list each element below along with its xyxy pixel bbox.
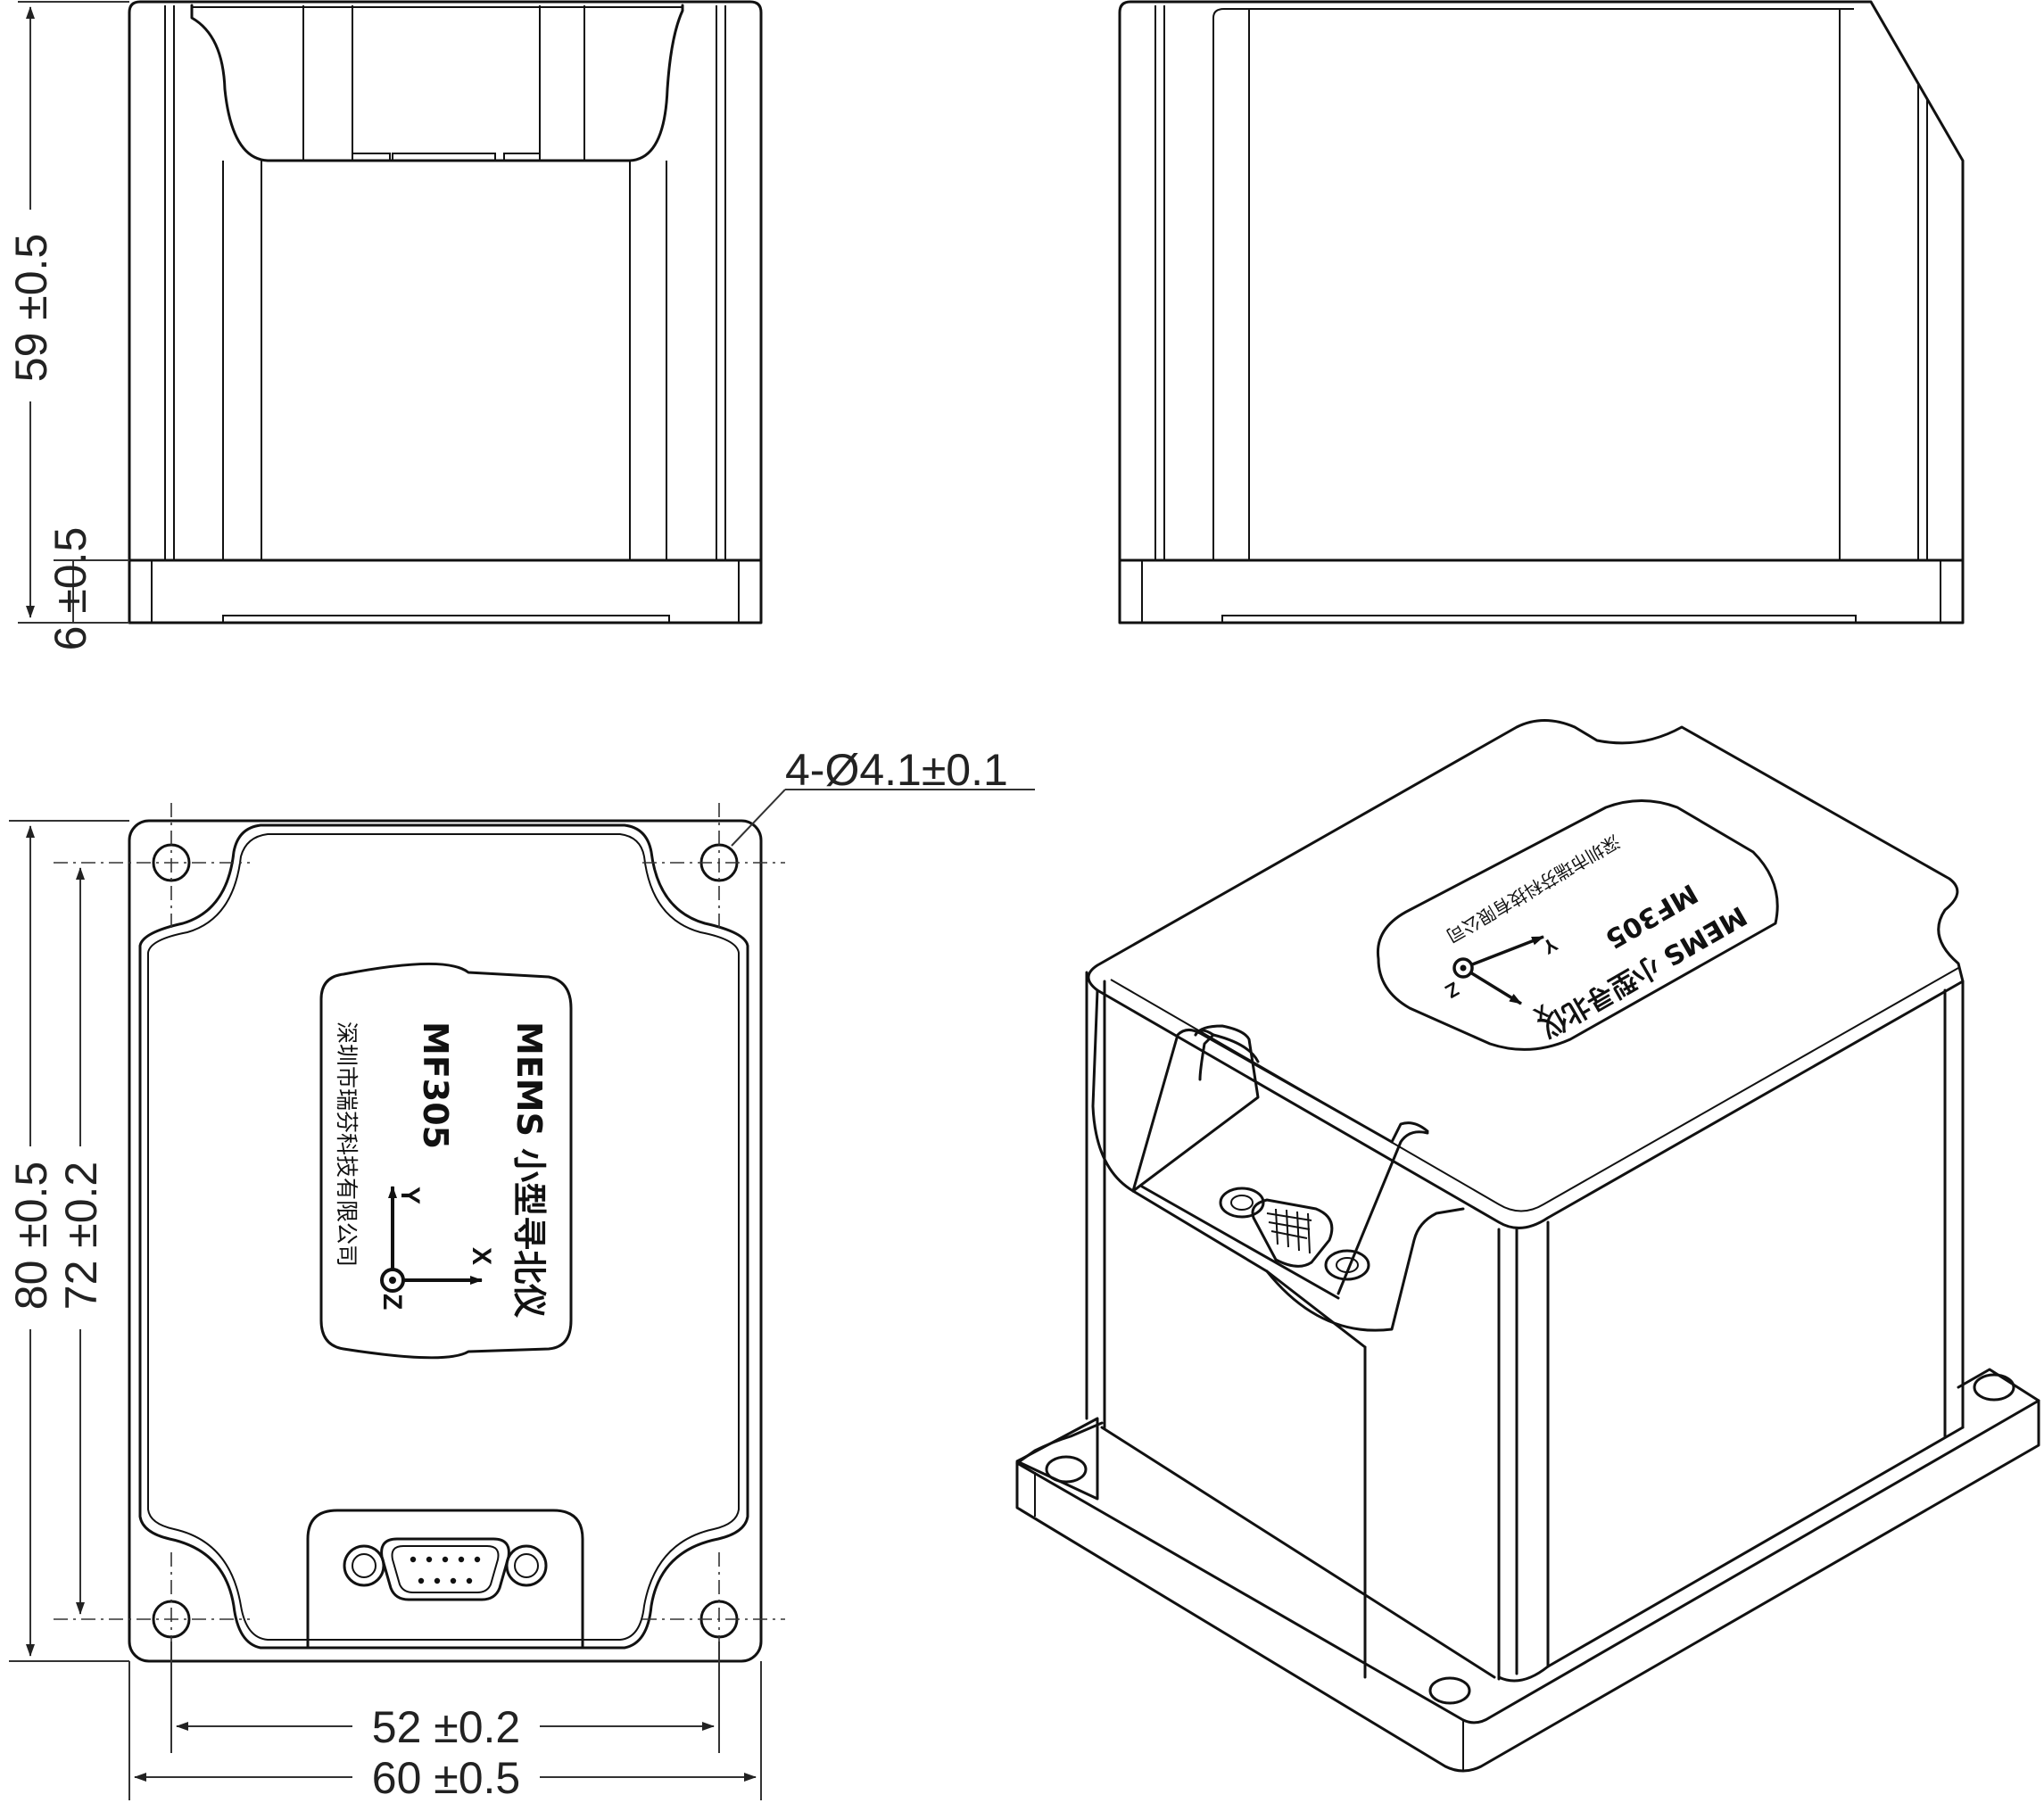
label-title: MEMS 小型寻北仪: [509, 1021, 549, 1318]
label-model: MF305: [416, 1021, 455, 1149]
dim-length-total: 80 ±0.5: [6, 1162, 56, 1310]
dim-hole-spec: 4-Ø4.1±0.1: [785, 745, 1008, 795]
axis-label-z: Z: [377, 1294, 407, 1310]
top-view: [54, 803, 785, 1677]
isometric-view: MEMS 小型寻北仪 MF305 深圳市瑞芬科技有限公司 Y X Z: [1015, 719, 2040, 1773]
label-plate-top-view: MEMS 小型寻北仪 MF305 深圳市瑞芬科技有限公司 Y X Z: [334, 1021, 549, 1318]
dim-width-total: 60 ±0.5: [372, 1753, 520, 1803]
dim-height-total: 59 ±0.5: [6, 234, 56, 382]
dim-width-holes: 52 ±0.2: [372, 1702, 520, 1752]
axis-label-x: X: [467, 1247, 496, 1265]
top-view-dimensions: 4-Ø4.1±0.1 80 ±0.5 72 ±0.2 52 ±0.2 60 ±0…: [6, 745, 1035, 1803]
label-company: 深圳市瑞芬科技有限公司: [334, 1021, 360, 1267]
dim-base-height: 6 ±0.5: [46, 527, 95, 651]
axis-label-y: Y: [395, 1187, 425, 1204]
front-view: [128, 0, 763, 624]
height-dimensions: 59 ±0.5 6 ±0.5: [6, 1, 129, 651]
side-view: [1118, 0, 1965, 624]
iso-axis-x: X: [1530, 1000, 1552, 1026]
dim-length-holes: 72 ±0.2: [56, 1162, 106, 1310]
iso-axis-z: Z: [1442, 978, 1463, 1003]
iso-label-company: 深圳市瑞芬科技有限公司: [1443, 831, 1624, 947]
